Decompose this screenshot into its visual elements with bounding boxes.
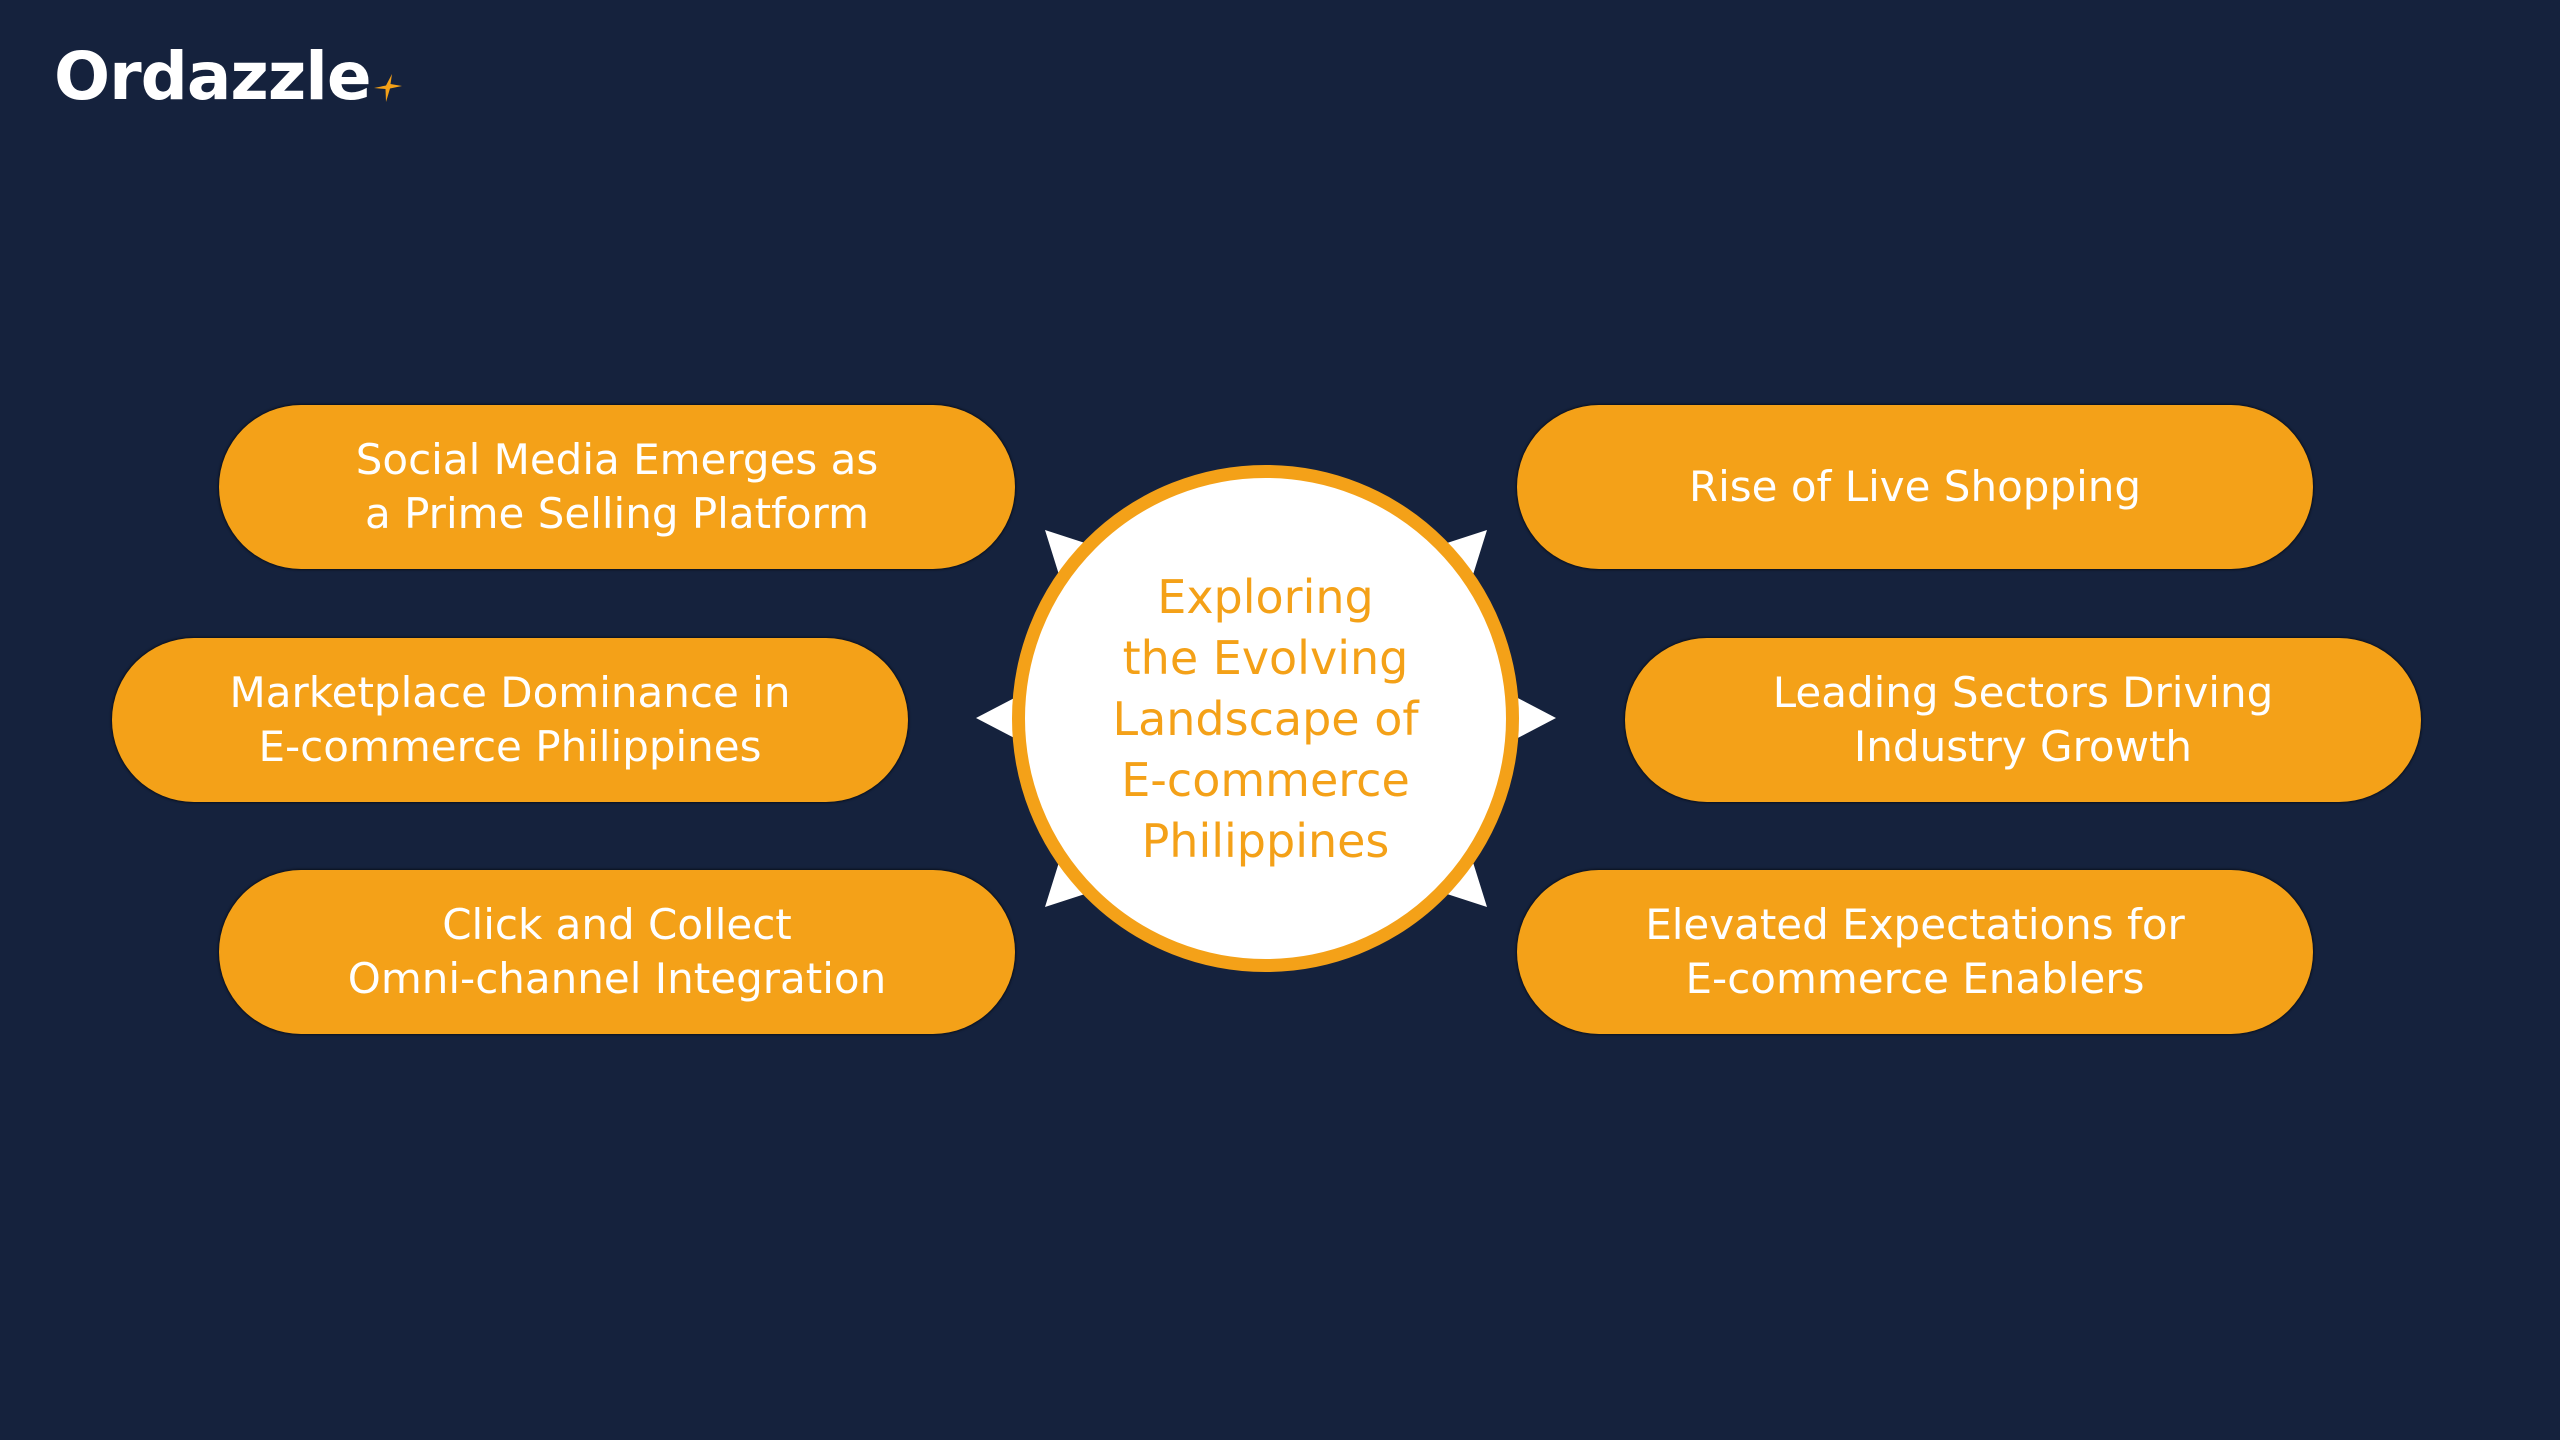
topic-label: Marketplace Dominance in E-commerce Phil… — [229, 668, 791, 771]
star-point-top-left — [1045, 530, 1085, 578]
topic-label: Elevated Expectations for E-commerce Ena… — [1645, 900, 2185, 1003]
topic-label: Rise of Live Shopping — [1688, 462, 2142, 511]
star-point-bottom-left — [1045, 859, 1085, 907]
brand-logo: Ordazzle — [54, 36, 403, 110]
topic-label: Leading Sectors Driving Industry Growth — [1772, 668, 2274, 771]
star-point-left — [976, 695, 1020, 741]
central-topic-hub: Exploring the Evolving Landscape of E-co… — [1012, 465, 1519, 972]
topic-leading-sectors: Leading Sectors Driving Industry Growth — [1625, 638, 2421, 802]
star-point-top-right — [1447, 530, 1487, 578]
sparkle-star-icon — [373, 48, 403, 102]
topic-label: Social Media Emerges as a Prime Selling … — [355, 435, 879, 538]
central-topic-title: Exploring the Evolving Landscape of E-co… — [1112, 570, 1419, 868]
brand-name: Ordazzle — [54, 38, 372, 115]
topic-label: Click and Collect Omni-channel Integrati… — [347, 900, 887, 1003]
topic-social-media-selling: Social Media Emerges as a Prime Selling … — [219, 405, 1015, 569]
topic-live-shopping: Rise of Live Shopping — [1517, 405, 2313, 569]
star-point-right — [1512, 695, 1556, 741]
topic-marketplace-dominance: Marketplace Dominance in E-commerce Phil… — [112, 638, 908, 802]
topic-ecommerce-enablers: Elevated Expectations for E-commerce Ena… — [1517, 870, 2313, 1034]
star-point-bottom-right — [1447, 859, 1487, 907]
topic-click-and-collect: Click and Collect Omni-channel Integrati… — [219, 870, 1015, 1034]
